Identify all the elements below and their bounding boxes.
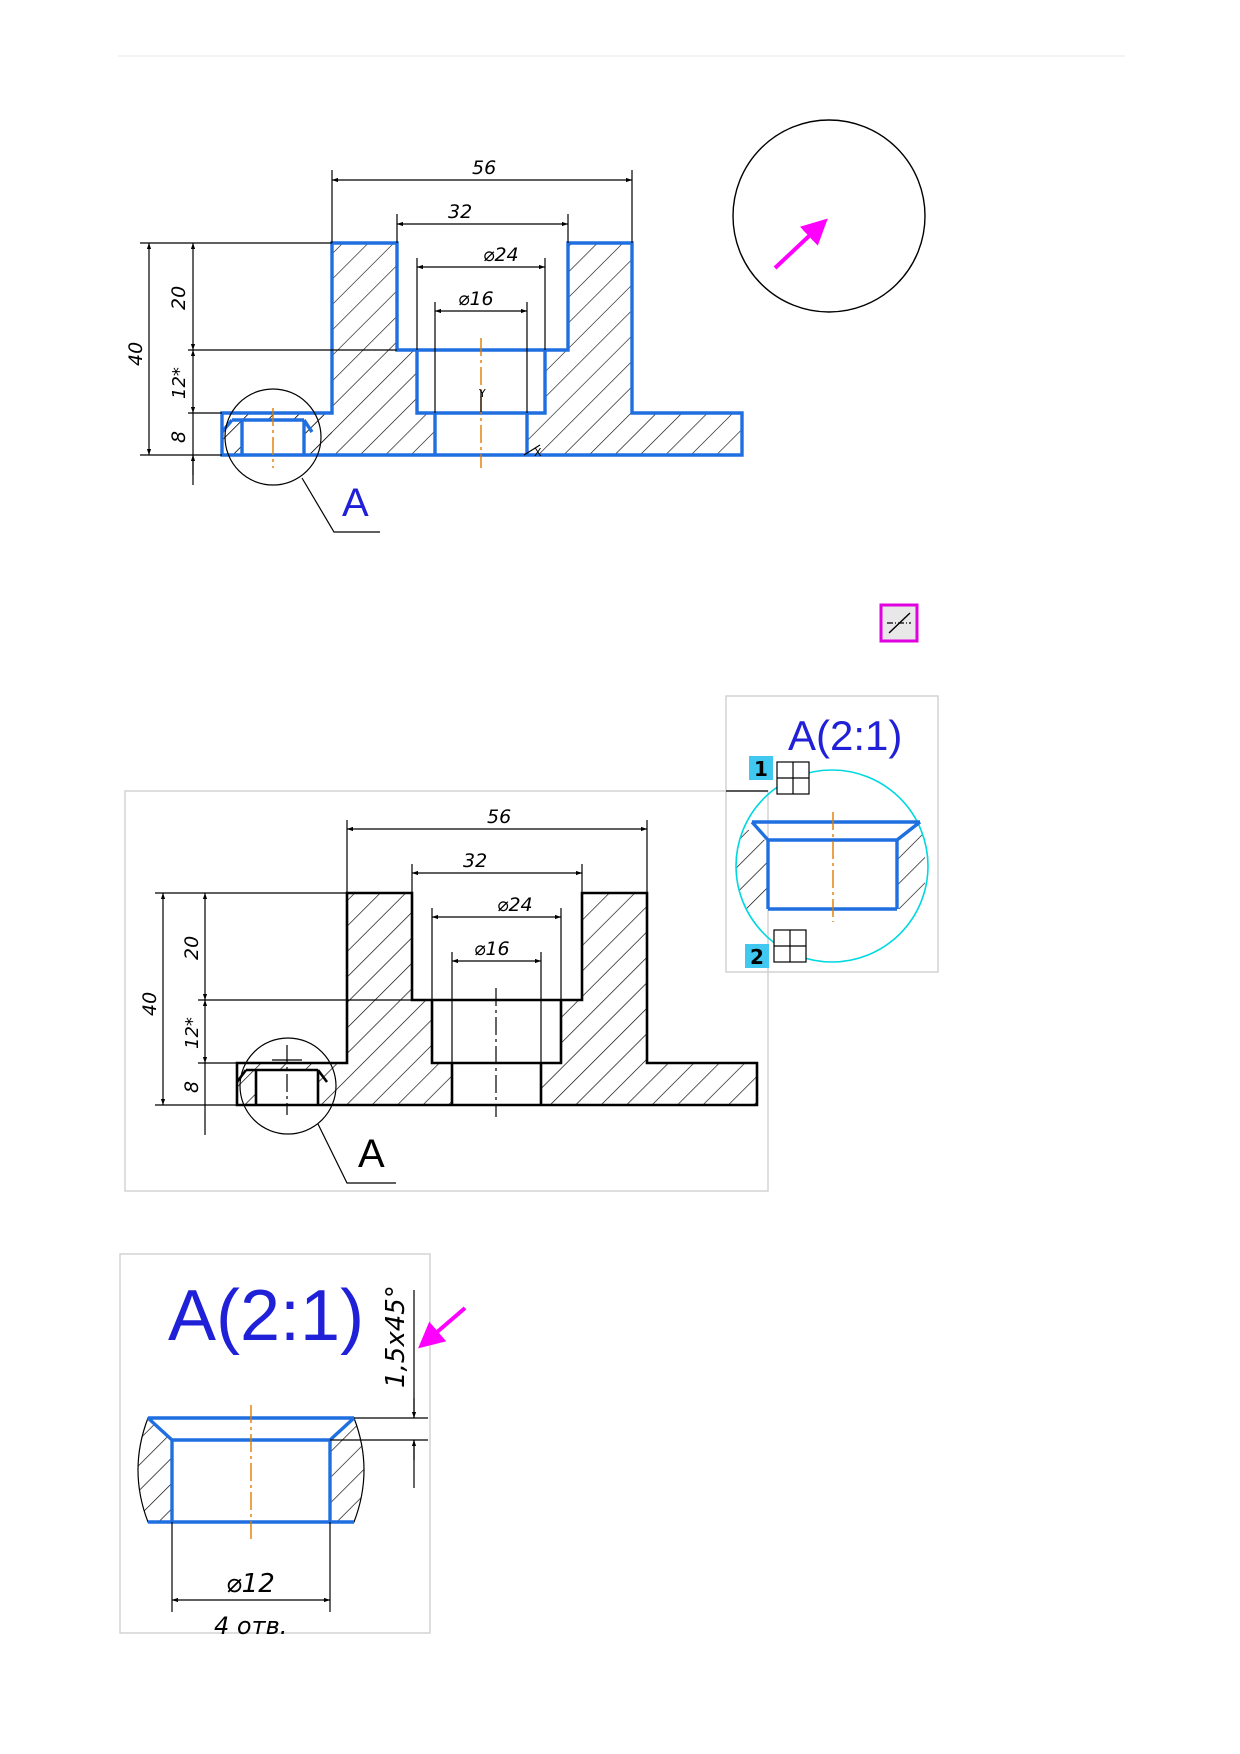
figure-3-title: A(2:1) bbox=[168, 1276, 364, 1356]
figure-1-dim-40: 40 bbox=[125, 342, 147, 366]
tool-button-icon[interactable] bbox=[879, 603, 919, 643]
figure-2-view-frame bbox=[124, 790, 769, 1192]
figure-2-dim-8: 8 bbox=[181, 1081, 203, 1093]
marker-1[interactable]: 1 bbox=[749, 756, 773, 781]
figure-3-dim-count: 4 отв. bbox=[214, 1612, 287, 1640]
figure-1-axis-y: Y bbox=[478, 387, 486, 400]
arrow-pointer-icon bbox=[418, 1306, 467, 1349]
marker-2[interactable]: 2 bbox=[745, 944, 769, 969]
figure-2-drawing-view: A 56 32 ⌀24 ⌀16 40 20 12* 8 bbox=[124, 790, 769, 1192]
figure-2-dim-hole: ⌀16 bbox=[474, 938, 510, 960]
figure-1-dim-56: 56 bbox=[472, 157, 496, 179]
figure-1-dim-12: 12* bbox=[169, 367, 190, 399]
figure-1-dim-8: 8 bbox=[168, 431, 190, 443]
svg-text:1: 1 bbox=[754, 757, 768, 781]
figure-2-dim-bore: ⌀24 bbox=[497, 894, 533, 916]
figure-3-dim-diameter: ⌀12 bbox=[226, 1569, 275, 1599]
figure-3-frame bbox=[119, 1253, 431, 1634]
svg-text:2: 2 bbox=[750, 945, 764, 969]
detail-preview-frame bbox=[725, 695, 939, 973]
figure-1-section-view: Y X A 56 32 ⌀24 ⌀16 4 bbox=[125, 157, 744, 533]
figure-3-dim-chamfer: 1,5x45° bbox=[381, 1285, 411, 1388]
figure-1-dim-hole: ⌀16 bbox=[458, 288, 494, 310]
figure-2-dim-40: 40 bbox=[139, 992, 161, 1016]
figure-2-dim-32: 32 bbox=[463, 850, 487, 872]
figure-1-flange-hole bbox=[220, 418, 314, 455]
figure-1-detail-circle bbox=[224, 388, 322, 486]
zoom-circle bbox=[732, 119, 926, 313]
figure-1-detail-leader bbox=[301, 477, 380, 533]
figure-3-detail-view: A(2:1) 1,5x45° ⌀12 4 отв. bbox=[119, 1253, 467, 1640]
crosshair-marker-icon[interactable] bbox=[776, 761, 810, 795]
figure-2-dim-12: 12* bbox=[182, 1017, 203, 1049]
figure-1-detail-label: A bbox=[342, 481, 369, 525]
detail-preview-title: A(2:1) bbox=[788, 712, 902, 759]
figure-2-detail-circle bbox=[239, 1037, 337, 1135]
figure-1-dim-32: 32 bbox=[448, 201, 472, 223]
figure-2-detail-preview: A(2:1) 1 2 bbox=[725, 695, 939, 973]
figure-1-dim-bore: ⌀24 bbox=[483, 244, 519, 266]
figure-1-hatch bbox=[222, 243, 742, 455]
detail-preview-circle bbox=[735, 769, 929, 963]
figure-1-dim-20: 20 bbox=[168, 286, 190, 310]
crosshair-marker-icon[interactable] bbox=[773, 929, 807, 963]
figure-2-dim-20: 20 bbox=[181, 936, 203, 960]
figure-1-axis-x: X bbox=[534, 446, 542, 459]
arrow-pointer-icon bbox=[773, 218, 828, 270]
zoom-cursor-callout bbox=[732, 119, 926, 313]
figure-2-detail-label: A bbox=[358, 1132, 385, 1176]
figure-2-dim-56: 56 bbox=[487, 806, 511, 828]
